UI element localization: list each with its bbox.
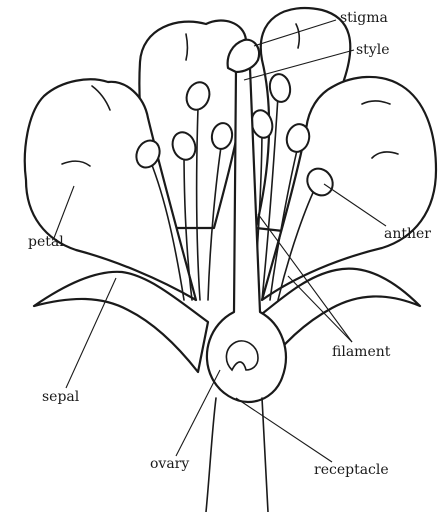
label-ovary: ovary bbox=[150, 456, 189, 472]
label-petal: petal bbox=[28, 234, 64, 250]
label-anther: anther bbox=[384, 226, 431, 242]
label-stigma: stigma bbox=[340, 10, 388, 26]
stem bbox=[206, 398, 216, 512]
label-style: style bbox=[356, 42, 389, 58]
label-receptacle: receptacle bbox=[314, 462, 389, 478]
label-sepal: sepal bbox=[42, 389, 80, 405]
stem-right bbox=[262, 398, 268, 512]
label-filament: filament bbox=[332, 344, 391, 360]
